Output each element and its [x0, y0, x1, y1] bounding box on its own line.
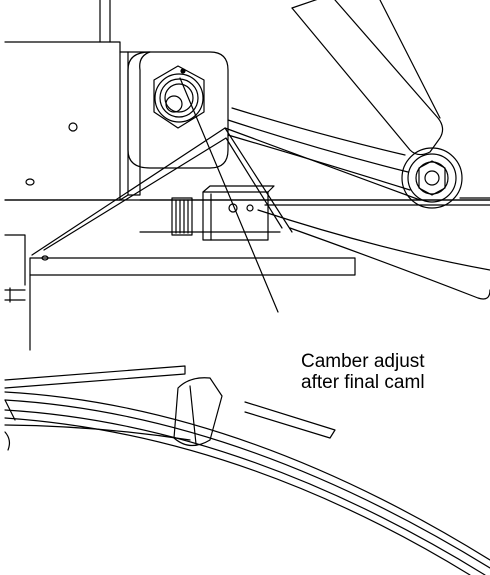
main-frame	[4, 0, 490, 351]
triangle-bracket	[31, 127, 421, 256]
upper-bolt-assembly	[127, 51, 229, 169]
callout-text: Camber adjust after final caml	[301, 351, 425, 393]
plate-details	[25, 122, 78, 261]
leader-line	[179, 77, 279, 313]
callout-line-2: after final caml	[301, 372, 425, 393]
upper-right-arm	[291, 0, 444, 156]
lower-right-roller	[227, 107, 490, 300]
leaf-spring-assembly	[4, 365, 490, 575]
callout-line-1: Camber adjust	[301, 351, 425, 372]
cross-block	[139, 185, 490, 241]
